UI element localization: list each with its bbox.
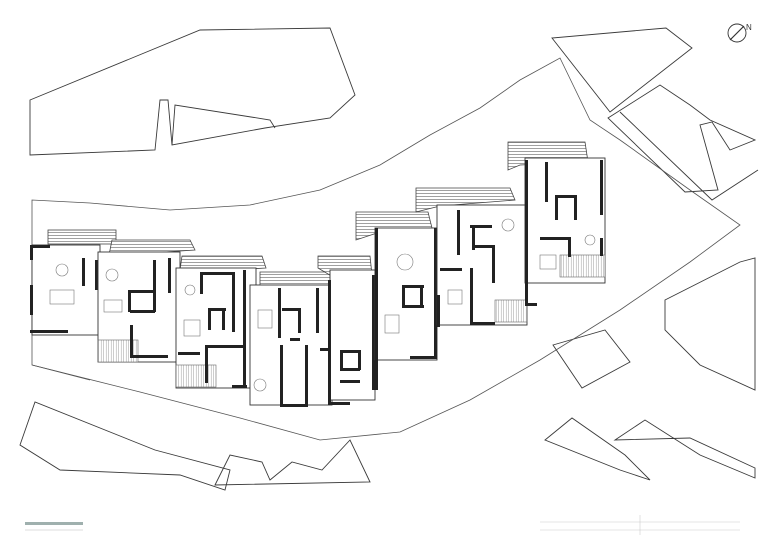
context-building-top-right xyxy=(551,27,693,113)
housing-unit-4 xyxy=(249,271,335,407)
context-building-mid-right xyxy=(552,329,631,389)
context-building-right-2 xyxy=(619,111,759,201)
section-marker xyxy=(540,515,740,535)
housing-row xyxy=(30,141,606,407)
context-building-top-left xyxy=(29,27,356,156)
housing-unit-7 xyxy=(415,187,528,327)
context-building-bottom-right-1 xyxy=(544,417,651,481)
context-building-top-left-2 xyxy=(171,104,276,146)
north-label: N xyxy=(746,23,752,32)
north-arrow-icon: N xyxy=(727,23,752,43)
scale-bar xyxy=(25,522,83,531)
context-buildings xyxy=(19,27,759,491)
context-building-bottom-right-2 xyxy=(613,419,756,479)
context-building-right-1 xyxy=(607,84,757,193)
housing-unit-6 xyxy=(355,211,438,390)
context-building-right-3 xyxy=(664,257,756,391)
housing-unit-1 xyxy=(30,229,117,336)
housing-unit-3 xyxy=(175,255,267,389)
site-boundary xyxy=(31,57,741,441)
context-building-bottom-mid xyxy=(214,439,371,486)
context-building-bottom-left xyxy=(19,401,231,491)
housing-unit-5 xyxy=(317,255,376,405)
housing-unit-8 xyxy=(507,141,606,306)
